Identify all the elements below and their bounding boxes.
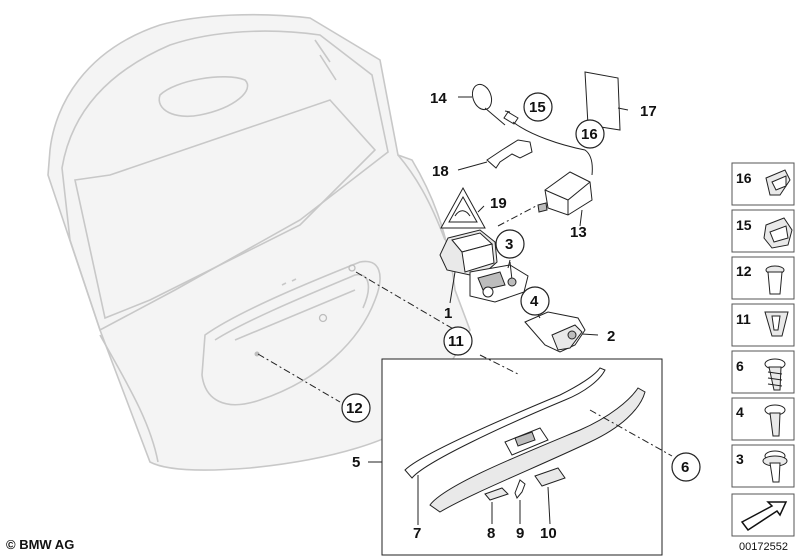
- document-number: 00172552: [739, 541, 788, 553]
- legend-item-11: 11: [731, 303, 795, 347]
- legend-item-4: 4: [731, 397, 795, 441]
- part-2-latch: [524, 311, 586, 353]
- direction-arrow-icon: [731, 493, 795, 537]
- label-1: 1: [444, 305, 452, 322]
- label-10: 10: [540, 525, 557, 542]
- legend-item-16: 16: [731, 162, 795, 206]
- legend-number-15: 15: [736, 217, 752, 233]
- label-7: 7: [413, 525, 421, 542]
- callout-circles: [341, 92, 701, 482]
- fastener-legend: 16 15 12 11 6: [731, 162, 795, 537]
- legend-number-11: 11: [736, 311, 751, 327]
- label-19: 19: [490, 195, 507, 212]
- label-4: 4: [530, 293, 539, 310]
- tailgate-outline: [47, 13, 471, 471]
- label-2: 2: [607, 328, 615, 345]
- legend-number-12: 12: [736, 263, 752, 279]
- copyright-notice: © BMW AG: [6, 537, 75, 552]
- part-14-cable-ring: [471, 83, 506, 126]
- label-13: 13: [570, 224, 587, 241]
- part-18-bracket: [486, 139, 533, 169]
- part-15-clip: [503, 111, 593, 176]
- label-17: 17: [640, 103, 657, 120]
- part-13-module: [537, 171, 593, 216]
- legend-number-4: 4: [736, 404, 744, 420]
- label-16: 16: [581, 126, 598, 143]
- label-12: 12: [346, 400, 363, 417]
- label-3: 3: [505, 236, 513, 253]
- legend-item-6: 6: [731, 350, 795, 394]
- part-1-lock-assembly: [439, 229, 529, 303]
- label-8: 8: [487, 525, 495, 542]
- legend-item-15: 15: [731, 209, 795, 253]
- label-14: 14: [430, 90, 447, 107]
- legend-number-16: 16: [736, 170, 752, 186]
- part-3-screw: [507, 261, 517, 287]
- dash-dot-leaders: [257, 204, 673, 457]
- legend-item-3: 3: [731, 444, 795, 488]
- legend-number-6: 6: [736, 358, 744, 374]
- legend-item-12: 12: [731, 256, 795, 300]
- label-6: 6: [681, 459, 689, 476]
- label-5: 5: [352, 454, 360, 471]
- warning-triangle-icon: [440, 186, 486, 229]
- part-17-pad: [584, 71, 621, 131]
- label-9: 9: [516, 525, 524, 542]
- legend-number-3: 3: [736, 451, 744, 467]
- label-11: 11: [448, 333, 464, 350]
- part-labels: 14 15 17 16 18 19 13 3 4 1 2 11 12 5 6 7…: [346, 90, 689, 542]
- label-15: 15: [529, 99, 546, 116]
- handle-subassembly-box: [381, 358, 663, 556]
- label-18: 18: [432, 163, 449, 180]
